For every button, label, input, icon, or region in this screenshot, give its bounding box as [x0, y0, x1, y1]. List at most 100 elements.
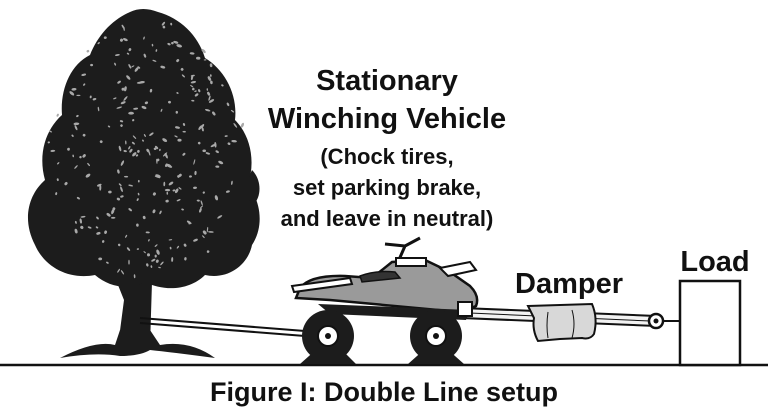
- leaf-speckle: [97, 42, 100, 45]
- leaf-speckle: [129, 148, 133, 153]
- instruction-line3: and leave in neutral): [281, 206, 494, 231]
- leaf-speckle: [194, 93, 199, 97]
- leaf-speckle: [189, 175, 192, 178]
- leaf-speckle: [159, 210, 162, 215]
- leaf-speckle: [168, 100, 171, 104]
- leaf-speckle: [169, 246, 172, 250]
- leaf-speckle: [116, 197, 121, 201]
- leaf-speckle: [131, 65, 135, 68]
- leaf-speckle: [162, 25, 166, 29]
- leaf-speckle: [218, 160, 224, 165]
- leaf-speckle: [143, 53, 147, 58]
- leaf-speckle: [200, 200, 203, 206]
- leaf-speckle: [193, 159, 196, 165]
- leaf-speckle: [145, 231, 150, 234]
- leaf-speckle: [115, 54, 120, 56]
- leaf-speckle: [154, 145, 159, 150]
- leaf-speckle: [156, 249, 160, 255]
- leaf-speckle: [133, 274, 136, 279]
- leaf-speckle: [190, 80, 197, 84]
- leaf-speckle: [201, 127, 204, 132]
- leaf-speckle: [217, 215, 223, 219]
- leaf-speckle: [156, 158, 160, 162]
- leaf-speckle: [164, 152, 168, 159]
- leaf-speckle: [210, 80, 213, 85]
- leaf-speckle: [182, 123, 186, 126]
- leaf-speckle: [159, 148, 161, 152]
- leaf-speckle: [98, 257, 103, 261]
- leaf-speckle: [76, 114, 79, 118]
- leaf-speckle: [181, 208, 184, 211]
- leaf-speckle: [196, 199, 200, 202]
- leaf-speckle: [200, 124, 205, 129]
- leaf-speckle: [137, 149, 140, 153]
- leaf-speckle: [225, 190, 230, 193]
- atv-icon: [290, 236, 479, 364]
- leaf-speckle: [67, 147, 70, 151]
- leaf-speckle: [194, 90, 197, 92]
- leaf-speckle: [227, 142, 231, 145]
- leaf-speckle: [79, 218, 82, 224]
- leaf-speckle: [151, 258, 156, 262]
- leaf-speckle: [113, 97, 117, 100]
- leaf-speckle: [74, 220, 77, 224]
- leaf-speckle: [117, 268, 120, 273]
- leaf-speckle: [124, 86, 127, 92]
- leaf-speckle: [89, 95, 92, 99]
- leaf-speckle: [183, 243, 187, 247]
- leaf-speckle: [176, 245, 180, 249]
- leaf-speckle: [80, 215, 86, 218]
- leaf-speckle: [87, 226, 92, 229]
- leaf-speckle: [95, 226, 99, 229]
- leaf-speckle: [56, 162, 60, 165]
- leaf-speckle: [116, 106, 123, 109]
- leaf-speckle: [132, 119, 135, 122]
- leaf-speckle: [154, 254, 157, 258]
- leaf-speckle: [120, 124, 123, 127]
- leaf-speckle: [190, 84, 194, 88]
- leaf-speckle: [97, 106, 100, 112]
- leaf-speckle: [176, 92, 179, 94]
- leaf-speckle: [47, 141, 50, 144]
- leaf-speckle: [117, 243, 121, 247]
- leaf-speckle: [106, 212, 111, 217]
- leaf-speckle: [165, 199, 169, 203]
- leaf-speckle: [137, 66, 141, 69]
- leaf-speckle: [206, 250, 210, 253]
- leaf-speckle: [114, 62, 117, 66]
- leaf-speckle: [215, 165, 220, 168]
- leaf-speckle: [76, 196, 80, 200]
- leaf-speckle: [162, 138, 168, 143]
- pulley-block-icon: [647, 312, 680, 330]
- leaf-speckle: [137, 192, 140, 196]
- leaf-speckle: [148, 151, 151, 156]
- leaf-speckle: [99, 140, 103, 144]
- load-box-icon: [678, 279, 742, 367]
- leaf-speckle: [81, 73, 87, 77]
- leaf-speckle: [200, 205, 203, 209]
- leaf-speckle: [69, 91, 75, 96]
- leaf-speckle: [206, 226, 209, 233]
- leaf-speckle: [160, 108, 163, 113]
- leaf-speckle: [209, 63, 213, 68]
- leaf-speckle: [128, 184, 134, 187]
- leaf-speckle: [174, 135, 178, 138]
- leaf-speckle: [117, 169, 120, 174]
- leaf-speckle: [201, 48, 206, 54]
- leaf-speckle: [202, 230, 207, 235]
- leaf-speckle: [166, 191, 169, 195]
- leaf-speckle: [143, 134, 146, 137]
- leaf-speckle: [207, 91, 211, 96]
- leaf-speckle: [120, 186, 123, 193]
- leaf-speckle: [197, 141, 201, 145]
- leaf-speckle: [71, 87, 77, 91]
- leaf-speckle: [171, 41, 174, 45]
- leaf-speckle: [212, 111, 216, 116]
- leaf-speckle: [215, 150, 219, 154]
- leaf-speckle: [97, 183, 102, 187]
- leaf-speckle: [123, 150, 127, 153]
- leaf-speckle: [177, 175, 180, 178]
- leaf-speckle: [148, 239, 150, 242]
- leaf-speckle: [50, 149, 56, 152]
- leaf-speckle: [99, 185, 102, 191]
